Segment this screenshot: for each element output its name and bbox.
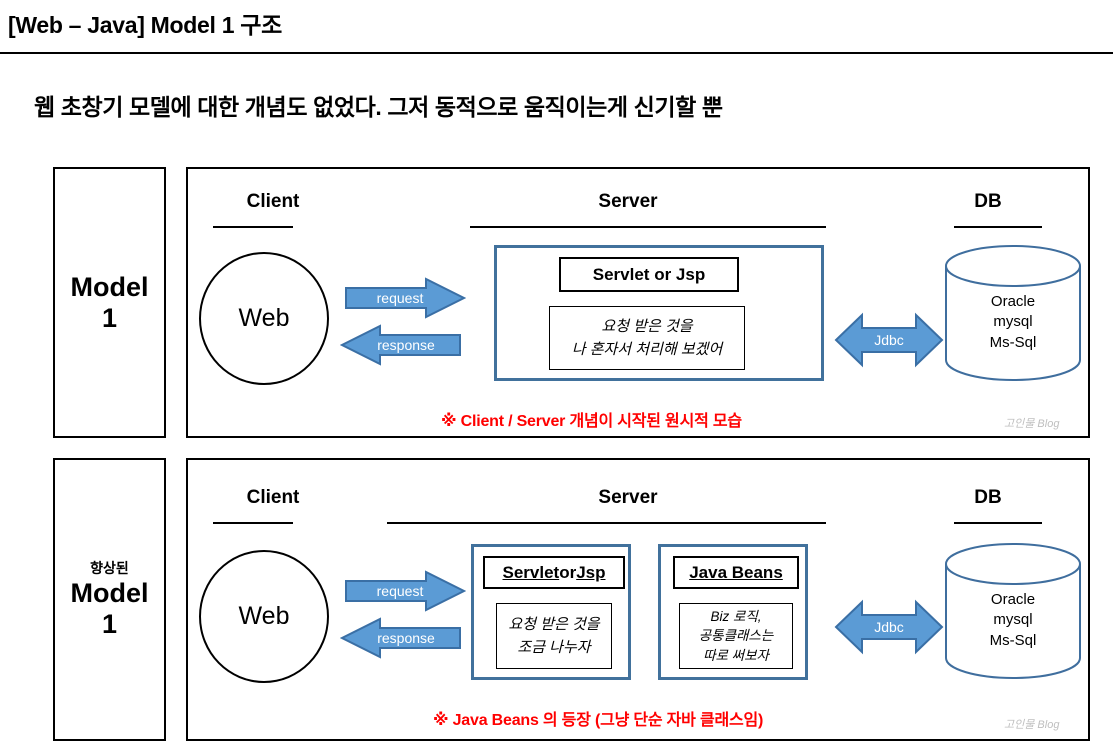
panel2-server-heading: Server [598,487,658,508]
panel2-db-heading: DB [974,487,1002,508]
panel2-request-arrow: request [344,570,467,612]
panel1-request-arrow: request [344,277,467,319]
panel1-servlet-body-line1: 요청 받은 것을 [601,317,693,335]
panel2-servlet-body: 요청 받은 것을 조금 나누자 [496,603,612,669]
panel2-servlet-body-line1: 요청 받은 것을 [508,615,600,633]
panel2-beans-container: Java Beans Biz 로직, 공통클래스는 따로 써보자 [658,544,808,680]
panel1-db-heading: DB [974,191,1002,212]
model1-label-box: Model 1 [53,167,166,438]
model1-enhanced-label-sub: 향상된 [90,560,129,577]
panel1-servlet-body-line2: 나 혼자서 처리해 보겠어 [571,341,723,358]
panel1-server-rule [470,226,826,228]
title-divider [0,52,1113,54]
panel1-servlet-head: Servlet or Jsp [559,257,739,292]
panel2-servlet-head-part2: Jsp [576,562,606,582]
panel2-response-arrow: response [339,617,462,659]
model1-enhanced-label-box: 향상된 Model 1 [53,458,166,741]
panel1-servlet-body: 요청 받은 것을 나 혼자서 처리해 보겠어 [549,306,745,370]
panel1-response-arrow: response [339,324,462,366]
panel1-server-container: Servlet or Jsp 요청 받은 것을 나 혼자서 처리해 보겠어 [494,245,824,381]
panel1-client-rule [213,226,293,228]
panel2-beans-body-line3: 따로 써보자 [703,647,769,663]
page-title: [Web – Java] Model 1 구조 [8,12,283,38]
page-subtitle: 웹 초창기 모델에 대한 개념도 없었다. 그저 동적으로 움직이는게 신기할 … [34,94,723,120]
panel1-jdbc-arrow: Jdbc [834,309,944,371]
panel2-client-rule [213,522,293,524]
panel1-note: ※ Client / Server 개념이 시작된 원시적 모습 [441,413,742,430]
panel1-db-rule [954,226,1042,228]
panel2-db-cylinder: Oracle mysql Ms-Sql [943,542,1083,680]
model1-enhanced-label-main: Model 1 [70,578,149,639]
panel1-watermark: 고인물 Blog [1004,418,1060,430]
panel2-watermark: 고인물 Blog [1004,719,1060,731]
panel2-beans-body-line1: Biz 로직, [710,609,762,625]
panel2-beans-body: Biz 로직, 공통클래스는 따로 써보자 [679,603,793,669]
model1-label-main: Model 1 [70,272,149,333]
panel2-servlet-body-line2: 조금 나누자 [517,639,591,656]
panel2-client-heading: Client [246,487,300,508]
panel2-servlet-head-part1: Servlet [502,562,560,582]
panel2-jdbc-arrow: Jdbc [834,596,944,658]
model1-diagram-panel: Client Server DB Web request response Se… [186,167,1090,438]
panel2-server-rule [387,522,826,524]
panel2-servlet-head-mid: or [559,562,577,582]
panel2-web-node: Web [199,550,329,683]
panel1-server-heading: Server [598,191,658,212]
panel2-note: ※ Java Beans 의 등장 (그냥 단순 자바 클래스임) [433,712,764,729]
panel1-client-heading: Client [246,191,300,212]
panel2-servlet-head: Servlet or Jsp [483,556,625,589]
panel1-db-cylinder: Oracle mysql Ms-Sql [943,244,1083,382]
panel2-beans-head: Java Beans [673,556,799,589]
model1-enhanced-diagram-panel: Client Server DB Web request response Se… [186,458,1090,741]
panel2-beans-body-line2: 공통클래스는 [698,628,774,644]
panel2-db-rule [954,522,1042,524]
panel1-web-node: Web [199,252,329,385]
panel2-servlet-container: Servlet or Jsp 요청 받은 것을 조금 나누자 [471,544,631,680]
